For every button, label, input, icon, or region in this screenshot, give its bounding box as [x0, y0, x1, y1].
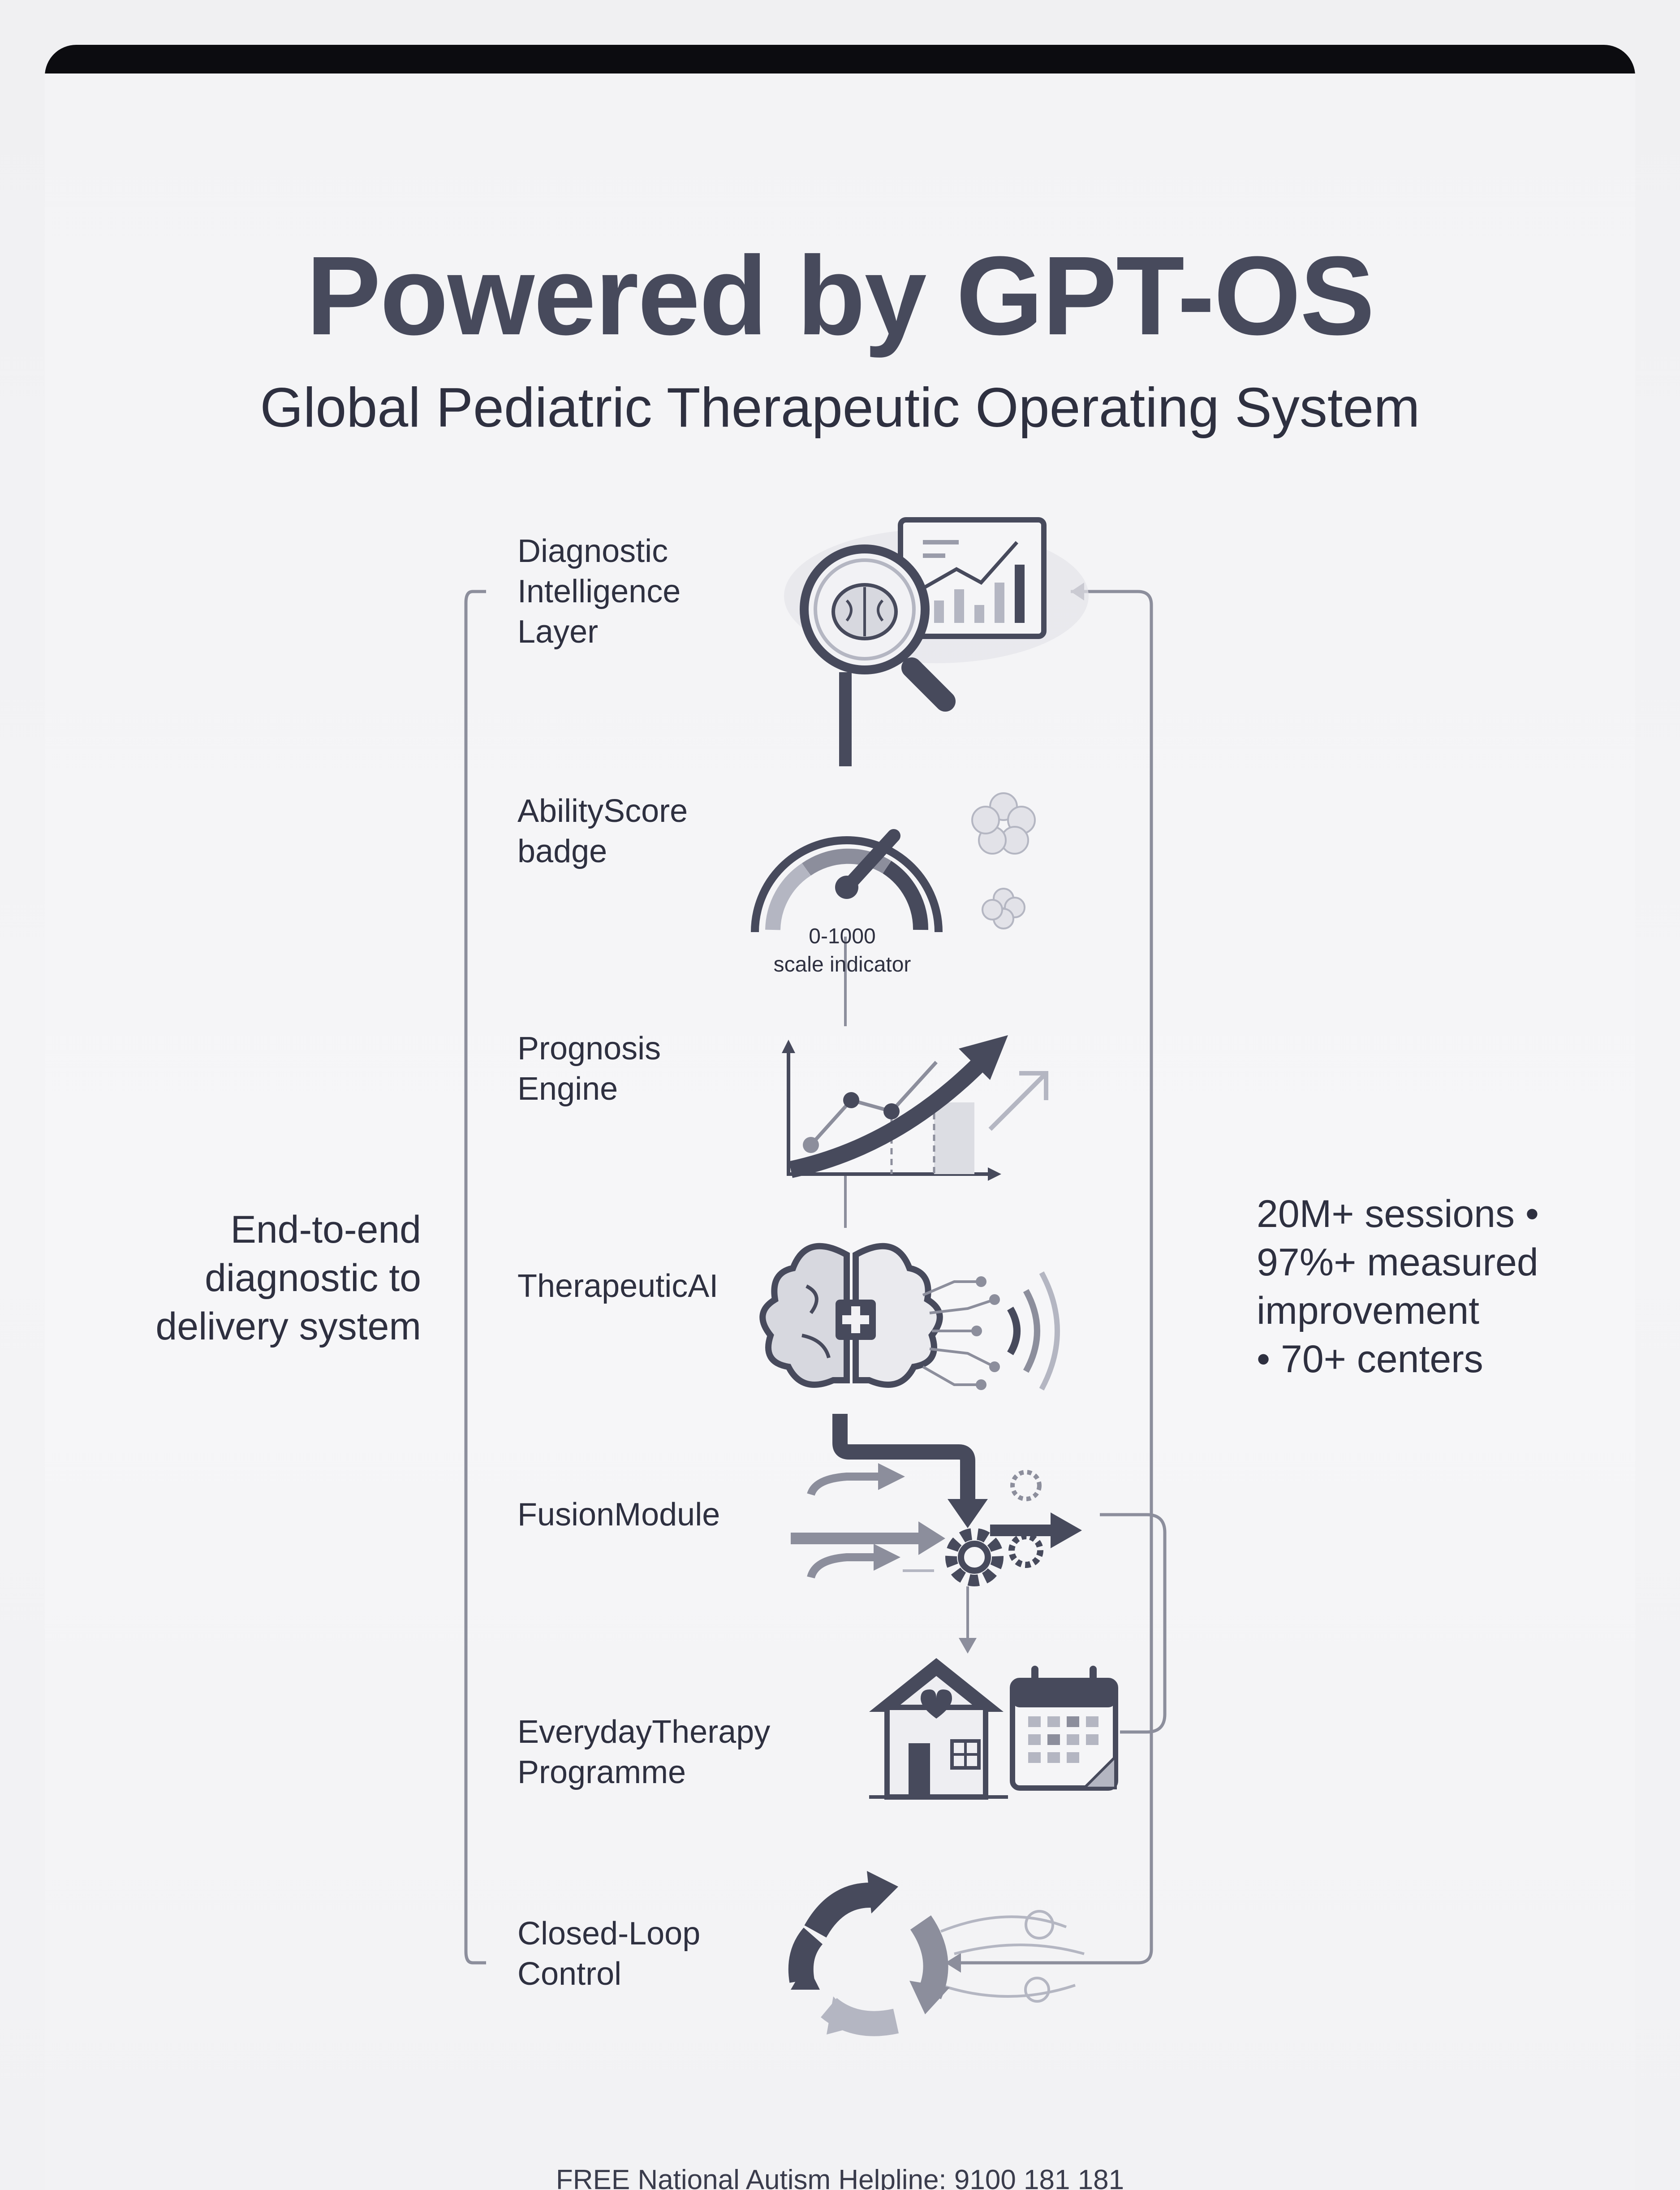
gauge-caption: scale indicator	[774, 953, 911, 976]
top-bar	[45, 45, 1635, 73]
cycle-arrows-icon	[788, 1871, 1085, 2036]
stage-label-diagnostic: Diagnostic Intelligence Layer	[517, 533, 681, 650]
magnifier-brain-chart-icon	[784, 517, 1089, 712]
pipeline-diagram: 0-1000 scale indicator	[464, 517, 1167, 2036]
poster-card: Powered by GPT-OS Global Pediatric Thera…	[45, 45, 1635, 2190]
helpline-footer: FREE National Autism Helpline: 9100 181 …	[556, 2164, 1124, 2190]
gauge-icon	[751, 792, 1036, 933]
side-note-left: End-to-end diagnostic to delivery system	[155, 1208, 421, 1348]
stage-label-closedloop: Closed-Loop Control	[517, 1916, 701, 1992]
left-loop-bracket	[464, 590, 486, 1965]
gauge-value: 0-1000	[809, 924, 875, 948]
stage-label-fusionmodule: FusionModule	[517, 1497, 720, 1533]
gears-arrows-icon	[791, 1414, 1082, 1586]
arrowhead-bottom-right	[945, 1953, 961, 1973]
flower-decoration	[971, 792, 1036, 929]
side-note-right: 20M+ sessions • 97%+ measured improvemen…	[1257, 1192, 1539, 1381]
connector-1	[839, 672, 852, 766]
stage-label-therapeuticai: TherapeuticAI	[517, 1268, 719, 1304]
stage-label-prognosis: Prognosis Engine	[517, 1031, 661, 1107]
brain-cross-icon	[759, 1243, 1060, 1391]
page-title: Powered by GPT-OS	[306, 233, 1374, 358]
house-calendar-icon	[869, 1658, 1118, 1800]
growth-chart-icon	[782, 1035, 1048, 1181]
stage-label-everydaytherapy: EverydayTherapy Programme	[517, 1714, 771, 1790]
page-subtitle: Global Pediatric Therapeutic Operating S…	[260, 377, 1420, 439]
stage-label-abilityscore: AbilityScore badge	[517, 793, 688, 869]
arrowhead-down	[959, 1638, 977, 1654]
right-loop-connector	[945, 590, 1153, 1965]
fusion-loop-connector	[1100, 1513, 1167, 1734]
